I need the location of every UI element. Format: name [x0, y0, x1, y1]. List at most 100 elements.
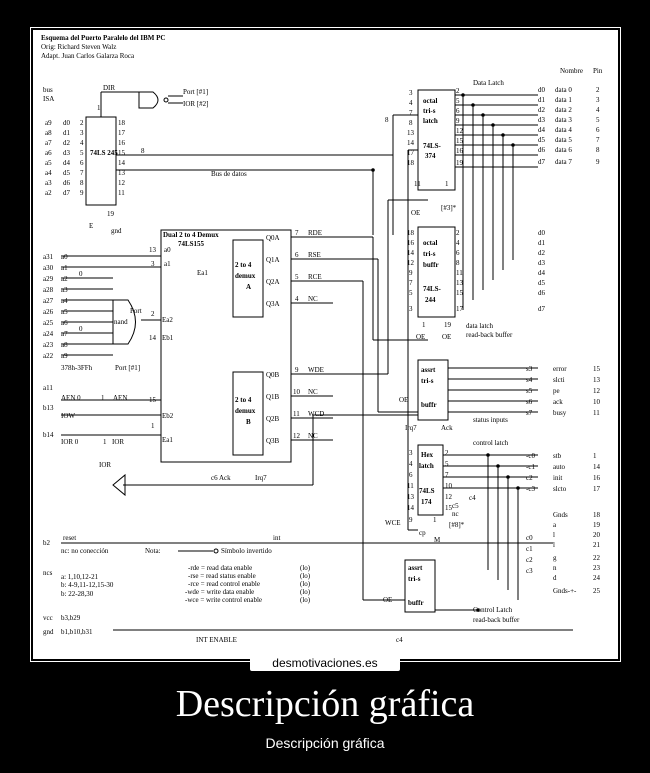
signal-name: data 7	[555, 158, 572, 166]
pin-num: 4	[456, 239, 460, 247]
pin-num: 6	[295, 251, 299, 259]
isa-pin: a29	[43, 275, 54, 283]
gnd-letter: d	[553, 574, 557, 582]
isa-label: ISA	[43, 95, 54, 103]
bus-label: bus	[43, 86, 53, 94]
control-latch-pins: 3 4 6 11 13 14 2 5 7 10 12 15	[407, 449, 453, 512]
pin-num: 12	[456, 127, 464, 135]
pin-num: 3	[409, 449, 413, 457]
signal: d3	[538, 259, 546, 267]
isa-data: d4	[63, 159, 71, 167]
signal: s3	[526, 365, 533, 373]
irq-label: Irq7	[405, 424, 417, 432]
addr-pin: a2	[61, 275, 68, 283]
pin-num: 15	[118, 149, 126, 157]
signal: RDE	[308, 229, 322, 237]
demux-a0: a0	[164, 246, 171, 254]
pin-num: 3	[409, 305, 413, 313]
note-label: [#8]*	[449, 521, 465, 529]
isa-pin: a4	[45, 169, 52, 177]
chip-text: 74LS-	[423, 142, 442, 150]
dir-label: DIR	[103, 84, 115, 92]
output: Q0B	[266, 371, 280, 379]
pin-num: 10	[293, 388, 301, 396]
chip-text: tri-s	[421, 377, 434, 385]
oe-label: OE	[416, 333, 425, 341]
demux-ea2: Ea2	[162, 316, 173, 324]
gnd-pins: b1,b10,b31	[61, 628, 93, 636]
demux-part: 74LS155	[178, 240, 205, 248]
output: Q2A	[266, 278, 280, 286]
irq-label: Irq7	[255, 474, 267, 482]
signal: c0	[526, 534, 533, 542]
pin-num: 19	[456, 159, 464, 167]
signal-name: error	[553, 365, 567, 373]
pin-num: 9	[80, 189, 84, 197]
pin-num: 18	[407, 229, 415, 237]
gnd-letter: g	[553, 554, 557, 562]
iow-label: IOW	[61, 412, 75, 420]
pin-num: 3	[80, 129, 84, 137]
pin-num: 6	[456, 249, 460, 257]
readback-pins: 18 16 14 12 9 7 5 3 2 4 6 8 11 13 15 17	[407, 229, 464, 313]
status-signal-list: s3 s4 s5 s6 s7 error slcti pe ack busy 1…	[526, 365, 601, 417]
output: Q1B	[266, 393, 280, 401]
pin-num: 7	[445, 471, 449, 479]
gnds-label: Gnds	[553, 511, 568, 519]
pin-num: 3	[409, 89, 413, 97]
chip-text: tri-s	[423, 107, 436, 115]
ior-bar-label: IOR	[99, 461, 111, 469]
signal: d5	[538, 279, 546, 287]
pin19-245: 19	[107, 210, 115, 218]
d-list: d0 d1 d2 d3 d4 d5 d6 d7	[538, 229, 546, 313]
pin-num: 12	[593, 387, 601, 395]
data-latch-pins: 3 4 7 8 13 14 17 18 2 5 6 9 12 15 16 19	[407, 87, 464, 167]
c4-label: c4	[396, 636, 403, 644]
isa-pin: a11	[43, 384, 53, 392]
logic-level: 0	[79, 270, 83, 278]
bus-width-8: 8	[141, 147, 145, 155]
schematic-adapt: Adapt. Juan Carlos Galarza Roca	[41, 52, 135, 60]
pin-num: 6	[80, 159, 84, 167]
isa-pin: a5	[45, 159, 52, 167]
logic-level: 1	[101, 394, 105, 402]
signal: d7	[538, 305, 546, 313]
addr-pin: a4	[61, 297, 68, 305]
signal-name: slcti	[553, 376, 565, 384]
aen-label: AEN 0	[61, 394, 81, 402]
block-text: 2 to 4	[235, 261, 252, 269]
legend-item: -rce = read control enable	[188, 580, 260, 588]
pin-num: 7	[409, 279, 413, 287]
signal: s7	[526, 409, 533, 417]
pin-num: 6	[456, 107, 460, 115]
legend-lo: (lo)	[300, 564, 311, 572]
pin-num: 8	[80, 179, 84, 187]
signal: c3	[526, 567, 533, 575]
pin-num: 11	[414, 180, 421, 188]
output: Q3A	[266, 300, 280, 308]
pin-num: 2	[445, 449, 449, 457]
pin-num: 11	[593, 409, 600, 417]
addr-pin: a0	[61, 253, 68, 261]
pin-num: 4	[596, 106, 600, 114]
isa-pin: b13	[43, 404, 54, 412]
demux-a-outputs: Q0A Q1A Q2A Q3A 7 6 5 4 RDE RSE RCE NC	[266, 229, 322, 308]
legend-item: -rde = read data enable	[188, 564, 252, 572]
pin-num: 5	[445, 460, 449, 468]
pin-num: 5	[409, 289, 413, 297]
signal: d2	[538, 249, 546, 257]
pin-num: 11	[456, 269, 463, 277]
chip-text: buffr	[408, 599, 424, 607]
chip-text: 174	[421, 498, 432, 506]
gnd-label: gnd	[43, 628, 54, 636]
signal: WDE	[308, 366, 324, 374]
site-watermark[interactable]: desmotivaciones.es	[250, 655, 400, 671]
schematic-diagram: Esquema del Puerto Paralelo del IBM PC O…	[41, 34, 603, 644]
pin-num: 1	[151, 422, 155, 430]
signal: WCD	[308, 410, 324, 418]
isa-pin: a23	[43, 341, 54, 349]
int-enable-label: INT ENABLE	[196, 636, 237, 644]
signal: RSE	[308, 251, 321, 259]
demux-block-b	[232, 371, 264, 456]
chip-245-label: 74LS 245	[90, 149, 118, 157]
